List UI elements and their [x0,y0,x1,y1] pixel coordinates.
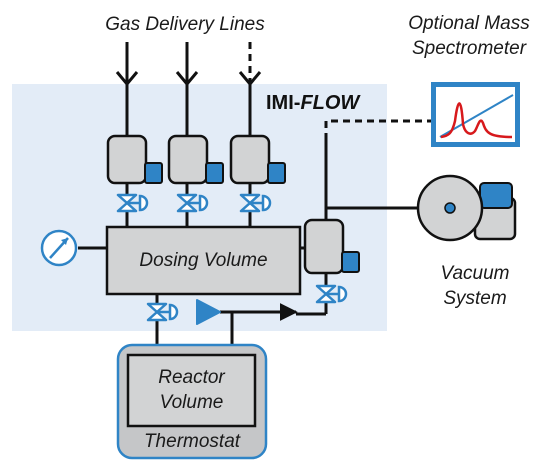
gas-delivery-lines [125,42,252,139]
reactor-volume-box [126,353,257,428]
brand-prefix: IMI- [266,92,301,114]
mass-spec-line [324,119,431,140]
pressure-gauge-icon [40,229,78,267]
pressure-controller [303,218,345,275]
thermostat-label: Thermostat [143,431,241,452]
dosing-volume-label: Dosing Volume [139,250,268,271]
brand-suffix: FLOW [300,92,360,114]
gas-lines-label: Gas Delivery Lines [105,14,265,35]
spectrum-monitor-icon [431,82,520,147]
reactor-label-line1: Reactor [158,367,225,388]
mass-spec-label-line2: Spectrometer [411,38,527,59]
arrow-down-icon [115,71,262,87]
reactor-label-line2: Volume [159,392,224,413]
vacuum-pump-icon [416,174,517,242]
brand-label: IMI-FLOW [266,92,359,115]
dosing-volume-box [105,225,302,296]
mass-flow-controllers [106,134,286,185]
vacuum-label-line1: Vacuum [440,263,510,284]
vacuum-label-line2: System [443,288,507,309]
pump-icon [196,299,221,325]
mass-spec-label-line1: Optional Mass [408,13,530,34]
